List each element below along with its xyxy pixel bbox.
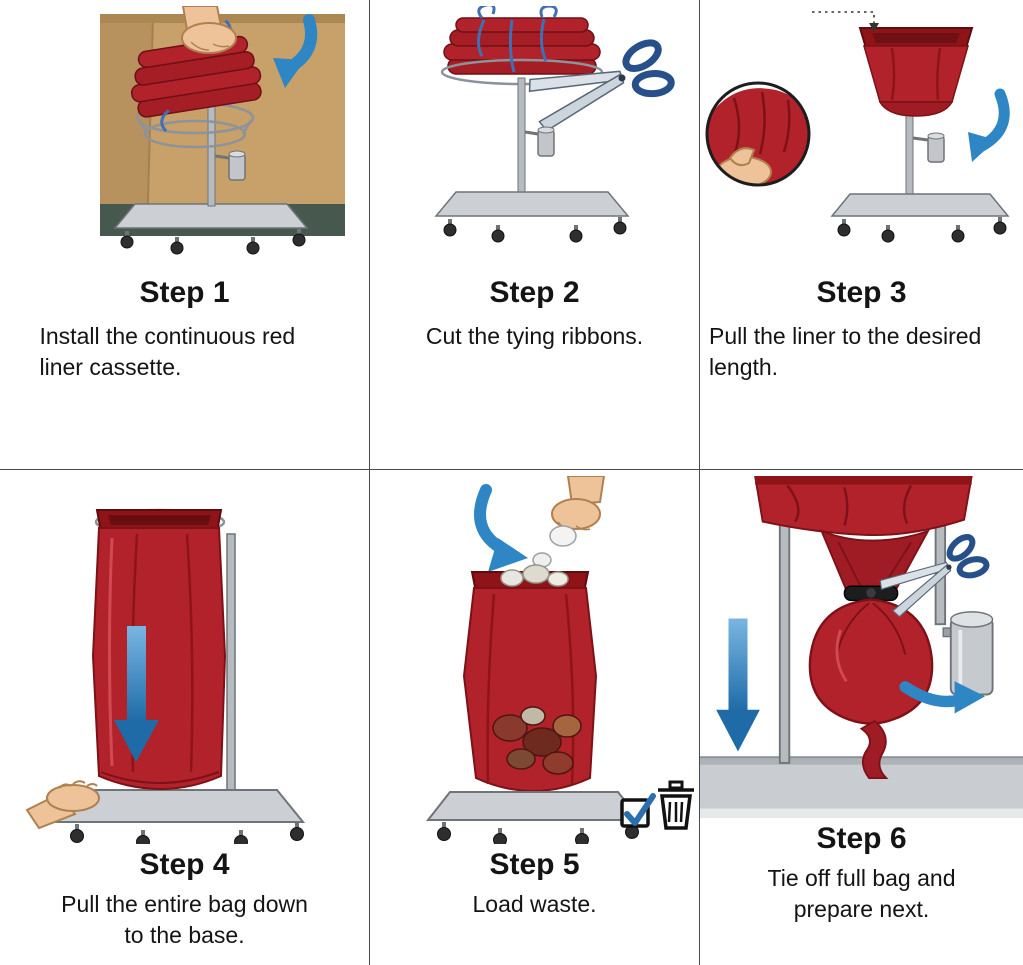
trash-icon bbox=[658, 780, 694, 830]
scissors-icon bbox=[879, 534, 990, 618]
step-heading: Step 1 bbox=[139, 276, 230, 309]
install-cassette-illustration bbox=[99, 6, 345, 255]
red-liner-cassette bbox=[440, 17, 604, 86]
dotted-leader-line bbox=[812, 11, 879, 32]
waste-inside-bag bbox=[492, 706, 582, 775]
hand-icon bbox=[25, 780, 100, 830]
cart-base-platform bbox=[700, 756, 1023, 818]
arrow-right-icon bbox=[899, 681, 985, 714]
pull-bag-down-illustration bbox=[25, 508, 305, 844]
arrow-curved-icon bbox=[968, 88, 1010, 162]
tying-ribbons bbox=[477, 6, 558, 73]
red-liner bbox=[858, 27, 974, 117]
hand-icon bbox=[532, 476, 606, 568]
waste-cart bbox=[830, 91, 1010, 243]
hand-icon bbox=[180, 6, 237, 54]
waste-cart bbox=[434, 77, 630, 243]
waste-crumple bbox=[549, 525, 577, 547]
step-heading: Step 6 bbox=[816, 822, 907, 855]
inset-detail-circle bbox=[705, 81, 811, 187]
panel-step-2: Step 2 Cut the tying ribbons. bbox=[370, 0, 700, 470]
tying-ribbon bbox=[159, 109, 170, 133]
step-caption: Cut the tying ribbons. bbox=[425, 323, 644, 349]
red-bag bbox=[91, 508, 226, 791]
waste-cart bbox=[425, 791, 643, 844]
step-caption: Pull the liner to the desired length. bbox=[709, 323, 982, 381]
step-caption: Install the continuous red liner cassett… bbox=[39, 323, 296, 381]
step-caption: Tie off full bag and prepare next. bbox=[767, 865, 956, 923]
checkmark-icon bbox=[620, 793, 656, 828]
panel-step-4: Step 4 Pull the entire bag down to the b… bbox=[0, 470, 370, 965]
step-heading: Step 3 bbox=[816, 276, 907, 309]
load-waste-illustration bbox=[425, 476, 694, 844]
waste-cart bbox=[112, 75, 309, 255]
step-heading: Step 4 bbox=[139, 848, 230, 881]
step-caption: Pull the entire bag down to the base. bbox=[61, 891, 308, 949]
arrow-down-icon bbox=[113, 626, 159, 762]
panel-step-5: Step 5 Load waste. bbox=[370, 470, 700, 965]
cut-ribbons-illustration bbox=[434, 6, 675, 243]
panel-step-1: Step 1 Install the continuous red liner … bbox=[0, 0, 370, 470]
red-liner-cassette bbox=[754, 476, 973, 537]
panel-step-6: Step 6 Tie off full bag and prepare next… bbox=[700, 470, 1023, 965]
tied-bag bbox=[808, 529, 934, 780]
panel-step-3: Step 3 Pull the liner to the desired len… bbox=[700, 0, 1023, 470]
pull-liner-illustration bbox=[705, 11, 1010, 243]
arrow-down-icon bbox=[716, 618, 760, 752]
scissors-icon bbox=[528, 39, 675, 132]
arrow-curved-icon bbox=[474, 484, 528, 572]
tie-off-bag-illustration bbox=[700, 476, 1023, 818]
step-caption: Load waste. bbox=[472, 891, 597, 917]
arrow-down-icon bbox=[272, 14, 317, 88]
step-heading: Step 2 bbox=[489, 276, 580, 309]
bag-tail bbox=[859, 719, 889, 780]
red-bag bbox=[462, 564, 598, 793]
step-heading: Step 5 bbox=[489, 848, 580, 881]
